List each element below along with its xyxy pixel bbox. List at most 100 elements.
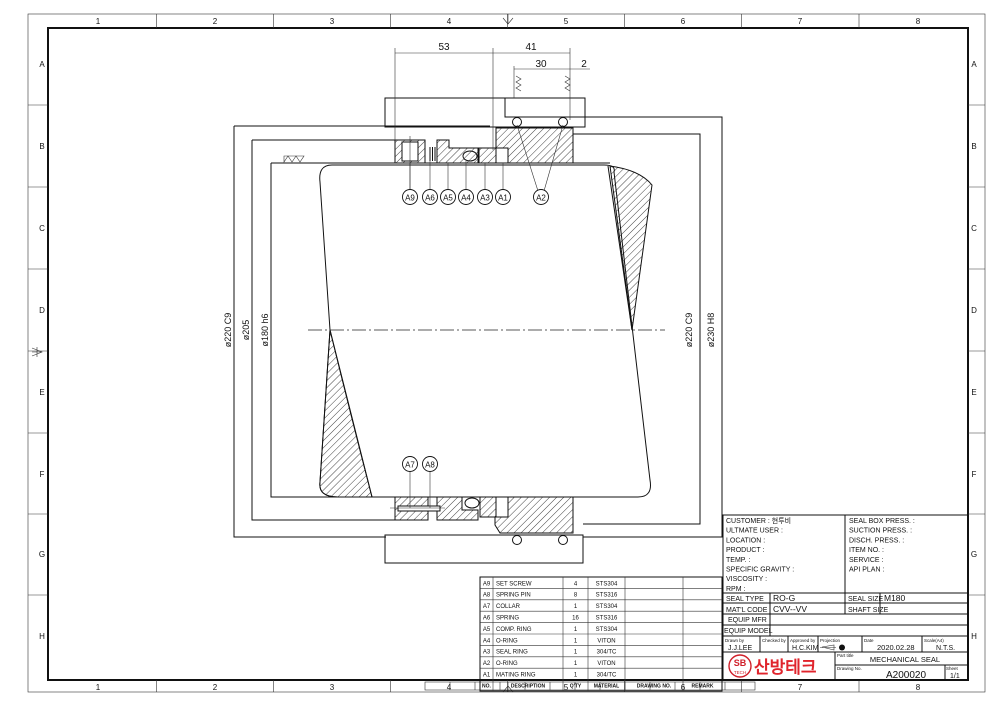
parts-cell-no: A3: [483, 650, 491, 656]
drawing-no-value: A200020: [886, 670, 926, 681]
balloon-label: A9: [405, 194, 415, 203]
parts-cell-no: A8: [483, 593, 491, 599]
sheet-value: 1/1: [950, 673, 960, 680]
shaft: [308, 164, 665, 498]
seal-section-top: [384, 97, 586, 190]
parts-cell-desc: O-RING: [496, 638, 518, 644]
dimensions-top: 53 41 30 2: [394, 42, 590, 150]
parts-cell-desc: COLLAR: [496, 604, 521, 610]
parts-cell-no: A2: [483, 661, 491, 667]
third-angle-projection-icon: [820, 644, 836, 651]
parts-cell-no: A9: [483, 581, 491, 587]
leader-line: [543, 124, 564, 192]
spring-a6: [429, 147, 436, 161]
parts-cell-no: A5: [483, 627, 491, 633]
balloon-label: A4: [461, 194, 471, 203]
approved-by-label: Approved by: [790, 638, 816, 643]
row-label-left: G: [39, 550, 45, 559]
checked-by-label: Checked by: [762, 638, 787, 643]
dim-dia220-left: ø220 C9: [223, 313, 233, 348]
row-label-right: A: [971, 60, 977, 69]
parts-header: DESCRIPTION: [511, 684, 546, 690]
parts-header: MATERIAL: [594, 684, 619, 690]
column-label-bottom: 7: [798, 683, 803, 692]
row-label-right: G: [971, 550, 977, 559]
seal-size-label: SEAL SIZE: [848, 596, 883, 603]
parts-cell-qty: 16: [572, 616, 579, 622]
dim-dia180: ø180 h6: [260, 313, 270, 346]
dim-dia220-right: ø220 C9: [684, 313, 694, 348]
row-label-right: H: [971, 632, 977, 641]
spring-symbol-icon: [515, 75, 522, 92]
zone-ticks: [28, 14, 985, 692]
parts-header: NO.: [482, 684, 492, 690]
balloon-a9: [402, 189, 418, 205]
row-label-left: A: [39, 60, 45, 69]
column-label-top: 7: [798, 17, 803, 26]
parts-cell-mat: STS316: [596, 593, 618, 599]
customer-info-field: PRODUCT :: [726, 547, 764, 554]
dim-2: 2: [581, 59, 587, 70]
drawing-no-label: Drawing No.: [837, 666, 862, 671]
parts-cell-qty: 1: [574, 627, 578, 633]
process-info-field: SERVICE :: [849, 557, 884, 564]
projection-circle-icon: [839, 644, 845, 651]
parts-cell-mat: STS304: [596, 604, 618, 610]
parts-cell-qty: 1: [574, 604, 578, 610]
parts-cell-mat: 304/TC: [597, 673, 617, 679]
row-label-right: B: [971, 142, 976, 151]
seal-type-value: RO-G: [773, 593, 795, 603]
parts-header: REMARK: [692, 684, 714, 690]
comp-ring-a5: [436, 139, 479, 164]
left-center-mark-icon: [31, 347, 43, 357]
process-info-field: ITEM NO. :: [849, 547, 884, 554]
customer-info-field: TEMP. :: [726, 557, 750, 564]
column-label-bottom: 4: [447, 683, 452, 692]
dim-53: 53: [438, 42, 450, 53]
process-info-field: API PLAN :: [849, 567, 884, 574]
balloon-label: A7: [405, 461, 415, 470]
parts-cell-qty: 1: [574, 638, 578, 644]
parts-cell-mat: 304/TC: [597, 650, 617, 656]
balloon-a8: [422, 456, 438, 472]
balloon-label: A5: [443, 194, 453, 203]
seal-type-label: SEAL TYPE: [726, 596, 764, 603]
seal-size-value: M180: [884, 593, 906, 603]
process-info-field: DISCH. PRESS. :: [849, 537, 904, 544]
customer-info-field: VISCOSITY :: [726, 576, 767, 583]
drawn-by-value: J.J.LEE: [728, 645, 752, 652]
outer-sheet-border: [27, 13, 986, 693]
balloon-a7: [402, 456, 418, 472]
balloon-a4: [458, 189, 474, 205]
column-label-bottom: 3: [330, 683, 335, 692]
equip-mfr-label: EQUIP MFR: [728, 617, 767, 624]
balloon-a1: [495, 189, 511, 205]
parts-cell-qty: 8: [574, 593, 578, 599]
equip-model-label: EQUIP MODEL: [724, 628, 773, 635]
balloon-a6: [422, 189, 438, 205]
mating-ring-a1: [495, 127, 574, 164]
balloon-label: A6: [425, 194, 435, 203]
parts-cell-desc: SEAL RING: [496, 650, 528, 656]
parts-cell-desc: MATING RING: [496, 673, 536, 679]
process-info-field: SEAL BOX PRESS. :: [849, 518, 915, 525]
leader-line: [516, 124, 539, 192]
surface-finish-icon: [283, 155, 305, 163]
spring-pin-a8: [397, 505, 441, 512]
parts-cell-desc: O-RING: [496, 661, 518, 667]
projection-label: Projection: [820, 638, 841, 643]
company-logo-badge: [728, 654, 752, 678]
gland-plate: [384, 97, 586, 128]
logo-badge-text: SB: [734, 658, 747, 668]
company-name: 산방테크: [754, 658, 817, 678]
column-label-top: 2: [213, 17, 218, 26]
